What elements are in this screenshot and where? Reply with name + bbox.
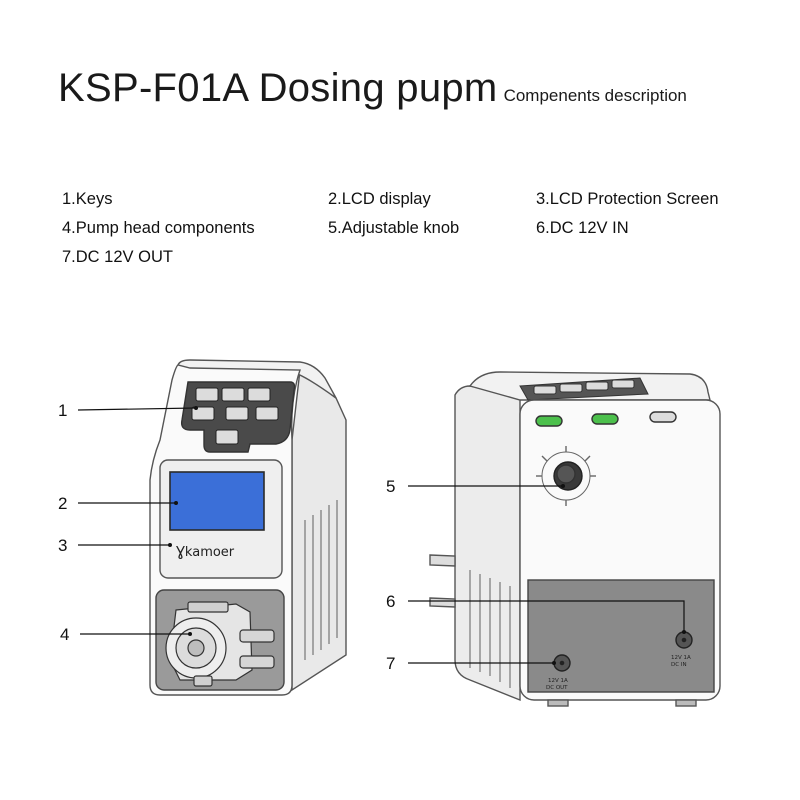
brand-logo: Ɣkamoer (176, 545, 235, 560)
callout-number-4: 4 (60, 625, 69, 644)
key-down (225, 406, 249, 421)
callout-line-1 (77, 407, 197, 411)
indicator-green-2 (591, 413, 619, 425)
port-in-label-line2: DC IN (671, 662, 687, 668)
port-out-label-line2: DC OUT (546, 685, 568, 691)
adjustable-knob (536, 446, 596, 506)
legend-item-lcd-protection: 3.LCD Protection Screen (536, 190, 719, 208)
callout-line-6 (408, 600, 685, 632)
side-vents (304, 500, 338, 660)
legend-item-dc-in: 6.DC 12V IN (536, 219, 629, 237)
pump-head (165, 601, 275, 687)
callout-number-6: 6 (386, 592, 395, 611)
callout-number-1: 1 (58, 401, 67, 420)
callout-number-7: 7 (386, 654, 395, 673)
callout-number-2: 2 (58, 494, 67, 513)
back-device: 12V 1A DC OUT 12V 1A DC IN (429, 371, 721, 707)
indicator-slot-3 (649, 411, 677, 423)
legend-item-dc-out: 7.DC 12V OUT (62, 248, 173, 266)
port-out-label-line1: 12V 1A (548, 678, 568, 684)
indicator-green-1 (535, 415, 563, 427)
lcd-display (169, 471, 265, 531)
dc-in-port (675, 631, 693, 649)
callout-number-3: 3 (58, 536, 67, 555)
key-back (191, 406, 215, 421)
front-device: Ɣkamoer (149, 359, 347, 696)
key-up (221, 387, 245, 402)
keypad (191, 387, 279, 445)
callout-number-5: 5 (386, 477, 395, 496)
side-vents-back (469, 570, 511, 688)
legend-item-keys: 1.Keys (62, 190, 113, 208)
legend-item-lcd-display: 2.LCD display (328, 190, 431, 208)
key-set (247, 387, 271, 402)
callout-lines (77, 407, 685, 664)
legend-item-knob: 5.Adjustable knob (328, 219, 460, 237)
top-keypad-back (519, 377, 649, 401)
dc-out-port (553, 654, 571, 672)
title-subtitle: Compenents description (503, 86, 687, 105)
port-in-label-line1: 12V 1A (671, 655, 691, 661)
page-title: KSP-F01A Dosing pupm Compenents descripti… (58, 66, 687, 111)
key-stop (215, 429, 239, 445)
key-menu (195, 387, 219, 402)
key-start (255, 406, 279, 421)
callout-dots (168, 406, 686, 665)
title-main: KSP-F01A Dosing pupm (58, 66, 498, 110)
legend-item-pump-head: 4.Pump head components (62, 219, 255, 237)
